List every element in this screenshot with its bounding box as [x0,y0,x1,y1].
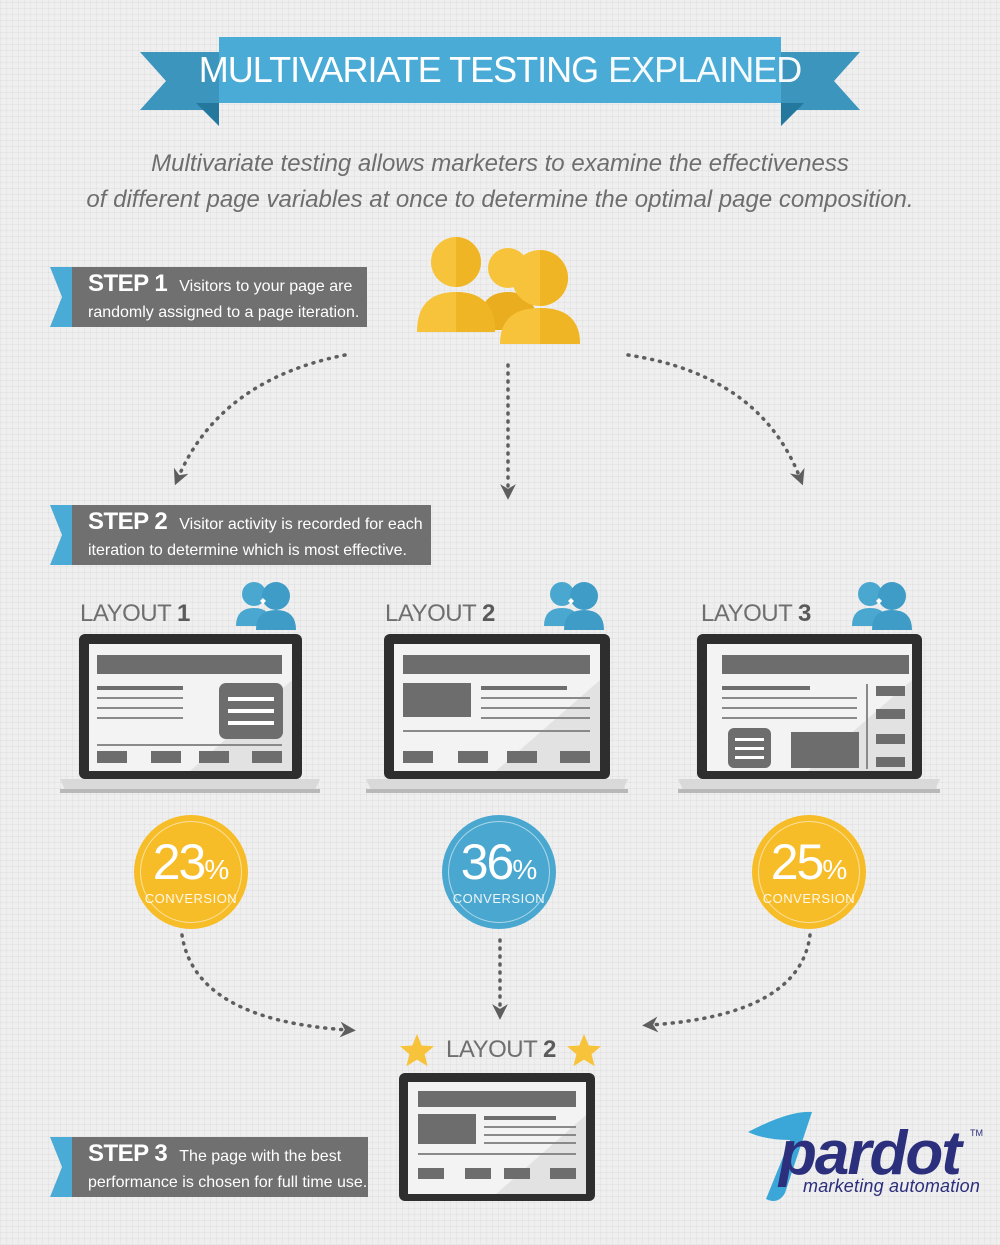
layout-1-word: LAYOUT [80,600,171,627]
pardot-logo-icon [748,1111,812,1201]
laptop-layout-1 [60,634,320,793]
pardot-tagline: marketing automation [803,1176,981,1196]
arrow-to-layout-1 [173,353,347,486]
step-3-label: STEP 3 [88,1140,168,1167]
layout-2-number: 2 [481,600,495,627]
winner-word: LAYOUT [446,1036,537,1063]
layout-1-label: LAYOUT 1 [80,600,190,628]
conversion-unit-1: % [204,854,230,885]
conversion-unit-2: % [512,854,538,885]
arrow-to-layout-3 [626,353,805,486]
step-2-label: STEP 2 [88,508,168,535]
pardot-trademark: TM [970,1128,983,1138]
page-title: MULTIVARIATE TESTING EXPLAINED [199,37,802,103]
laptop-layout-3 [678,634,940,793]
layout-3-number: 3 [797,600,811,627]
step-accents [50,267,431,1197]
winner-number: 2 [542,1036,556,1063]
step-3-box: STEP 3 The page with the best performance… [72,1137,368,1197]
star-icon [400,1034,434,1067]
step-1-line-1: Visitors to your page are [179,278,353,295]
conversion-badge-2: 36% CONVERSION [442,815,556,929]
laptop-winner [399,1073,595,1201]
step-1-line-2: randomly assigned to a page iteration. [88,304,360,321]
conversion-caption-2: CONVERSION [452,891,546,906]
subtitle-line-1: Multivariate testing allows marketers to… [151,150,849,177]
title-light: EXPLAINED [608,49,802,90]
conversion-unit-3: % [822,854,848,885]
layout-2-label: LAYOUT 2 [385,600,495,628]
step-1-box: STEP 1 Visitors to your page are randomly… [72,267,367,327]
subtitle: Multivariate testing allows marketers to… [60,146,940,218]
visitors-icon [417,237,580,344]
visitor-pair-icon [544,582,604,630]
layout-3-word: LAYOUT [701,600,792,627]
conversion-value-3: 25 [770,834,825,890]
visitor-pair-icon [852,582,912,630]
step-2-line-2: iteration to determine which is most eff… [88,542,407,559]
step-1-label: STEP 1 [88,270,168,297]
step-2-line-1: Visitor activity is recorded for each [179,516,423,533]
conversion-caption-1: CONVERSION [144,891,238,906]
conversion-caption-3: CONVERSION [762,891,856,906]
title-bold: MULTIVARIATE TESTING [198,49,599,90]
step-3-line-2: performance is chosen for full time use. [88,1174,368,1191]
step-2-box: STEP 2 Visitor activity is recorded for e… [72,505,431,565]
conversion-badge-3: 25% CONVERSION [752,815,866,929]
laptop-layout-2 [366,634,628,793]
star-icon [567,1034,601,1067]
layout-1-number: 1 [176,600,190,627]
conversion-value-1: 23 [152,834,207,890]
winner-label: LAYOUT 2 [446,1036,556,1064]
layout-2-word: LAYOUT [385,600,476,627]
step-3-line-1: The page with the best [179,1148,342,1165]
conversion-badge-1: 23% CONVERSION [134,815,248,929]
arrow-from-layout-3 [642,933,812,1033]
conversion-value-2: 36 [460,834,515,890]
layout-3-label: LAYOUT 3 [701,600,811,628]
subtitle-line-2: of different page variables at once to d… [86,186,914,213]
arrow-from-layout-1 [180,933,356,1038]
pardot-logo: pardot [779,1119,962,1188]
visitor-pair-icon [236,582,296,630]
